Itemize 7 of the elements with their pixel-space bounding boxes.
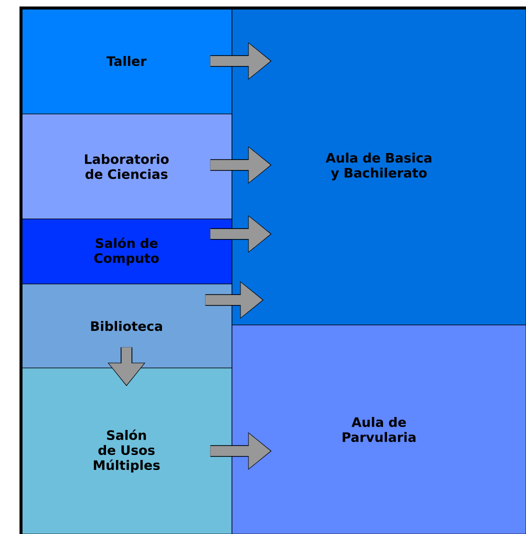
room-box: Aula de Parvularia (232, 324, 526, 534)
room-box: Salón de Computo (20, 218, 232, 284)
room-box: Aula de Basica y Bachilerato (232, 8, 526, 326)
room-box: Biblioteca (20, 284, 232, 368)
room-box: Taller (20, 8, 232, 114)
room-box: Laboratorio de Ciencias (20, 114, 232, 220)
room-box: Salón de Usos Múltiples (20, 368, 232, 534)
